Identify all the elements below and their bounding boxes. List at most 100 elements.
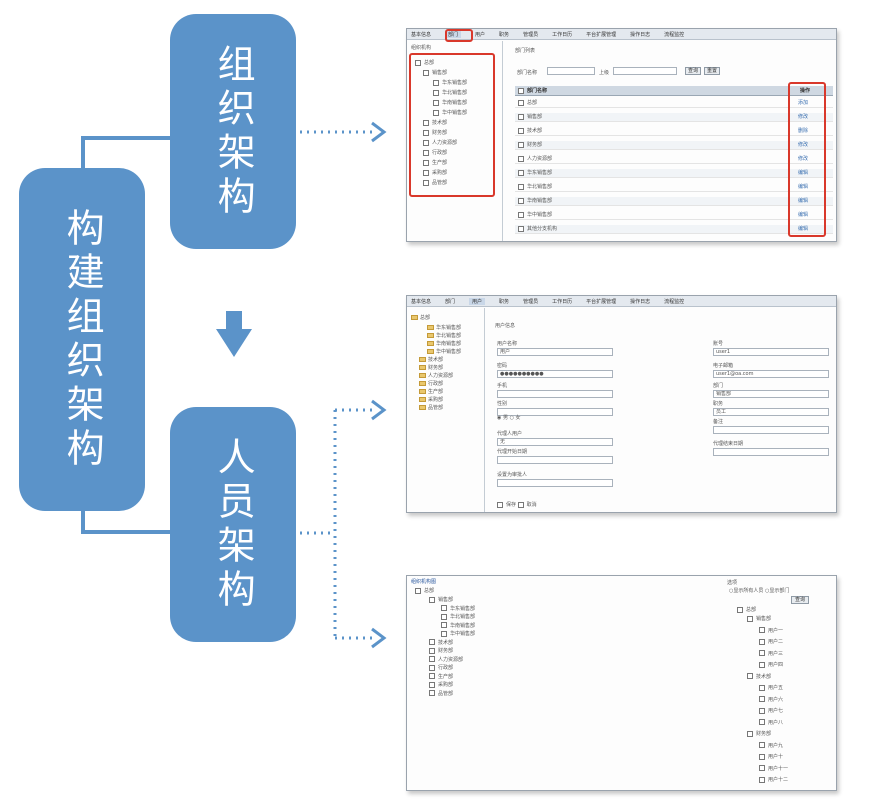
tree-right-item[interactable]: 用户六 bbox=[759, 696, 783, 704]
table-row[interactable]: 销售部修改 bbox=[515, 113, 833, 122]
checkbox-icon[interactable] bbox=[518, 211, 524, 218]
checkbox-icon[interactable] bbox=[429, 664, 435, 671]
menu-item[interactable]: 基本信息 bbox=[411, 298, 432, 305]
menu-item[interactable]: 基本信息 bbox=[411, 31, 432, 38]
user-field-input[interactable]: user1@oa.com bbox=[713, 370, 829, 378]
checkbox-icon[interactable] bbox=[759, 650, 765, 656]
tree-right-item[interactable]: 用户十 bbox=[759, 753, 783, 761]
user-field-input[interactable]: ●●●●●●●●●● bbox=[497, 370, 613, 378]
user-tree-item[interactable]: 华中销售部 bbox=[427, 348, 461, 356]
gender-radio-icon[interactable]: ◉ bbox=[497, 415, 502, 421]
row-action-link[interactable]: 修改 bbox=[798, 142, 809, 148]
user-field-input[interactable]: 无 bbox=[497, 438, 613, 446]
tree-right-item[interactable]: 用户三 bbox=[759, 650, 783, 658]
table-row[interactable]: 华东销售部编辑 bbox=[515, 169, 833, 178]
table-row[interactable]: 华南销售部编辑 bbox=[515, 197, 833, 206]
row-action-link[interactable]: 编辑 bbox=[798, 212, 809, 218]
user-tree-item[interactable]: 财务部 bbox=[419, 364, 443, 372]
row-action-link[interactable]: 编辑 bbox=[798, 198, 809, 204]
checkbox-icon[interactable] bbox=[759, 719, 765, 725]
org-tree-item[interactable]: 采购部 bbox=[423, 169, 447, 177]
checkbox-icon[interactable] bbox=[429, 673, 435, 679]
checkbox-icon[interactable] bbox=[759, 627, 765, 633]
checkbox-icon[interactable] bbox=[423, 119, 429, 126]
tree-left-item[interactable]: 华中销售部 bbox=[441, 630, 475, 638]
user-tree-item[interactable]: 行政部 bbox=[419, 380, 443, 388]
user-tree-item[interactable]: 技术部 bbox=[419, 356, 443, 364]
checkbox-icon[interactable] bbox=[518, 169, 524, 176]
checkbox-icon[interactable] bbox=[423, 159, 429, 166]
checkbox-icon[interactable] bbox=[518, 155, 524, 162]
checkbox-icon[interactable] bbox=[759, 742, 765, 748]
checkbox-icon[interactable] bbox=[429, 656, 435, 662]
tree-right-item[interactable]: 用户五 bbox=[759, 684, 783, 692]
menu-item[interactable]: 职务 bbox=[499, 31, 510, 38]
menu-item[interactable]: 部门 bbox=[445, 298, 456, 305]
tree-right-item[interactable]: 用户七 bbox=[759, 707, 783, 715]
row-action-link[interactable]: 修改 bbox=[798, 114, 809, 120]
checkbox-icon[interactable] bbox=[441, 605, 447, 611]
checkbox-icon[interactable] bbox=[759, 661, 765, 668]
checkbox-icon[interactable] bbox=[518, 183, 524, 190]
org-tree-item[interactable]: 行政部 bbox=[423, 149, 447, 157]
menu-item[interactable]: 管理员 bbox=[523, 298, 539, 305]
tree-option-row[interactable]: ○显示所有人员 ○显示部门 bbox=[729, 588, 790, 594]
checkbox-icon[interactable] bbox=[441, 630, 447, 637]
checkbox-icon[interactable] bbox=[429, 596, 435, 603]
user-field-input[interactable] bbox=[497, 456, 613, 464]
tree-left-item[interactable]: 生产部 bbox=[429, 673, 453, 681]
org-tree-item[interactable]: 华东销售部 bbox=[433, 79, 467, 87]
checkbox-icon[interactable] bbox=[747, 730, 753, 737]
table-row[interactable]: 华中销售部编辑 bbox=[515, 211, 833, 220]
org-reset-button[interactable]: 重置 bbox=[704, 67, 720, 75]
tree-right-item[interactable]: 销售部 bbox=[747, 615, 771, 623]
tree-right-item[interactable]: 用户一 bbox=[759, 627, 783, 635]
user-tree-item[interactable]: 华北销售部 bbox=[427, 332, 461, 340]
tree-left-item[interactable]: 行政部 bbox=[429, 664, 453, 672]
user-field-input[interactable] bbox=[497, 390, 613, 398]
tree-right-item[interactable]: 用户四 bbox=[759, 661, 783, 669]
org-tree-item[interactable]: 生产部 bbox=[423, 159, 447, 167]
tree-left-item[interactable]: 销售部 bbox=[429, 596, 453, 604]
checkbox-icon[interactable] bbox=[759, 684, 765, 691]
tree-right-item[interactable]: 用户十二 bbox=[759, 776, 788, 784]
checkbox-icon[interactable] bbox=[423, 169, 429, 176]
checkbox-icon[interactable] bbox=[759, 753, 765, 760]
checkbox-icon[interactable] bbox=[518, 225, 524, 232]
menu-item[interactable]: 平台扩展管理 bbox=[586, 31, 617, 38]
tree-right-item[interactable]: 用户十一 bbox=[759, 765, 788, 773]
user-tree-item[interactable]: 品管部 bbox=[419, 404, 443, 412]
row-action-link[interactable]: 编辑 bbox=[798, 226, 809, 232]
user-tree-root[interactable]: 总部 bbox=[411, 314, 430, 322]
user-field-input[interactable] bbox=[713, 448, 829, 456]
checkbox-icon[interactable] bbox=[747, 615, 753, 622]
tree-left-item[interactable]: 品管部 bbox=[429, 690, 453, 698]
radio-icon[interactable]: ○ bbox=[729, 588, 734, 594]
tree-query-button[interactable]: 查询 bbox=[791, 596, 809, 604]
user-field-input[interactable]: 销售部 bbox=[713, 390, 829, 398]
tree-left-item[interactable]: 华南销售部 bbox=[441, 622, 475, 630]
user-field-input[interactable] bbox=[497, 408, 613, 416]
checkbox-icon[interactable] bbox=[423, 129, 429, 136]
user-field-input[interactable] bbox=[713, 426, 829, 434]
menu-item[interactable]: 操作日志 bbox=[630, 31, 651, 38]
tree-right-item[interactable]: 用户二 bbox=[759, 638, 783, 646]
user-field-input[interactable] bbox=[497, 479, 613, 487]
checkbox-icon[interactable] bbox=[429, 639, 435, 645]
menu-item[interactable]: 流程监控 bbox=[664, 298, 685, 305]
tree-left-item[interactable]: 人力资源部 bbox=[429, 656, 463, 664]
tree-left-item[interactable]: 华东销售部 bbox=[441, 605, 475, 613]
checkbox-icon[interactable] bbox=[423, 69, 429, 76]
checkbox-icon[interactable] bbox=[759, 638, 765, 645]
table-row[interactable]: 总部添加 bbox=[515, 99, 833, 108]
menu-item[interactable]: 流程监控 bbox=[664, 31, 685, 38]
checkbox-icon[interactable] bbox=[433, 109, 439, 116]
radio-icon[interactable]: ○ bbox=[764, 588, 770, 594]
row-action-link[interactable]: 删除 bbox=[798, 128, 809, 134]
user-confirm-options[interactable]: 保存 取消 bbox=[497, 501, 537, 508]
menu-item[interactable]: 工作日历 bbox=[552, 298, 573, 305]
user-field-input[interactable]: user1 bbox=[713, 348, 829, 356]
checkbox-icon[interactable] bbox=[518, 197, 524, 204]
org-superior-select[interactable] bbox=[613, 67, 677, 75]
checkbox-icon[interactable] bbox=[518, 99, 524, 106]
